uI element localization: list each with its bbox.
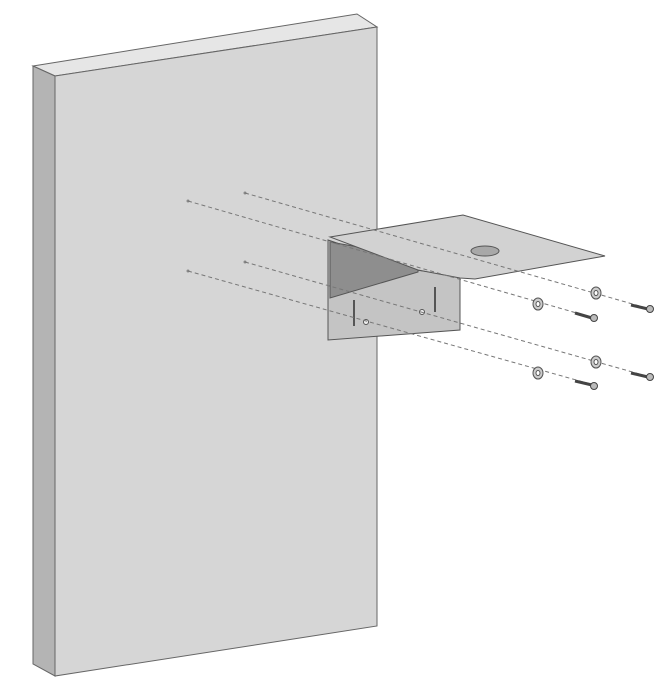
washer xyxy=(532,297,544,311)
guide-line xyxy=(244,192,651,310)
guide-lines xyxy=(187,192,651,386)
screw xyxy=(574,311,598,322)
screw xyxy=(630,303,654,313)
bracket-top-plate xyxy=(328,214,606,280)
wall-side-face xyxy=(32,65,56,677)
screw xyxy=(630,371,654,381)
guide-line xyxy=(187,200,595,319)
bracket xyxy=(327,214,606,341)
washers xyxy=(532,286,602,380)
bracket-cable-hole xyxy=(470,245,500,257)
guide-line xyxy=(244,261,651,378)
washer xyxy=(590,355,602,369)
guide-line xyxy=(187,270,595,386)
screws xyxy=(574,303,654,390)
washer xyxy=(590,286,602,300)
wall-front-face xyxy=(54,26,378,677)
washer xyxy=(532,366,544,380)
screw xyxy=(574,379,598,390)
wall-panel xyxy=(31,13,379,677)
